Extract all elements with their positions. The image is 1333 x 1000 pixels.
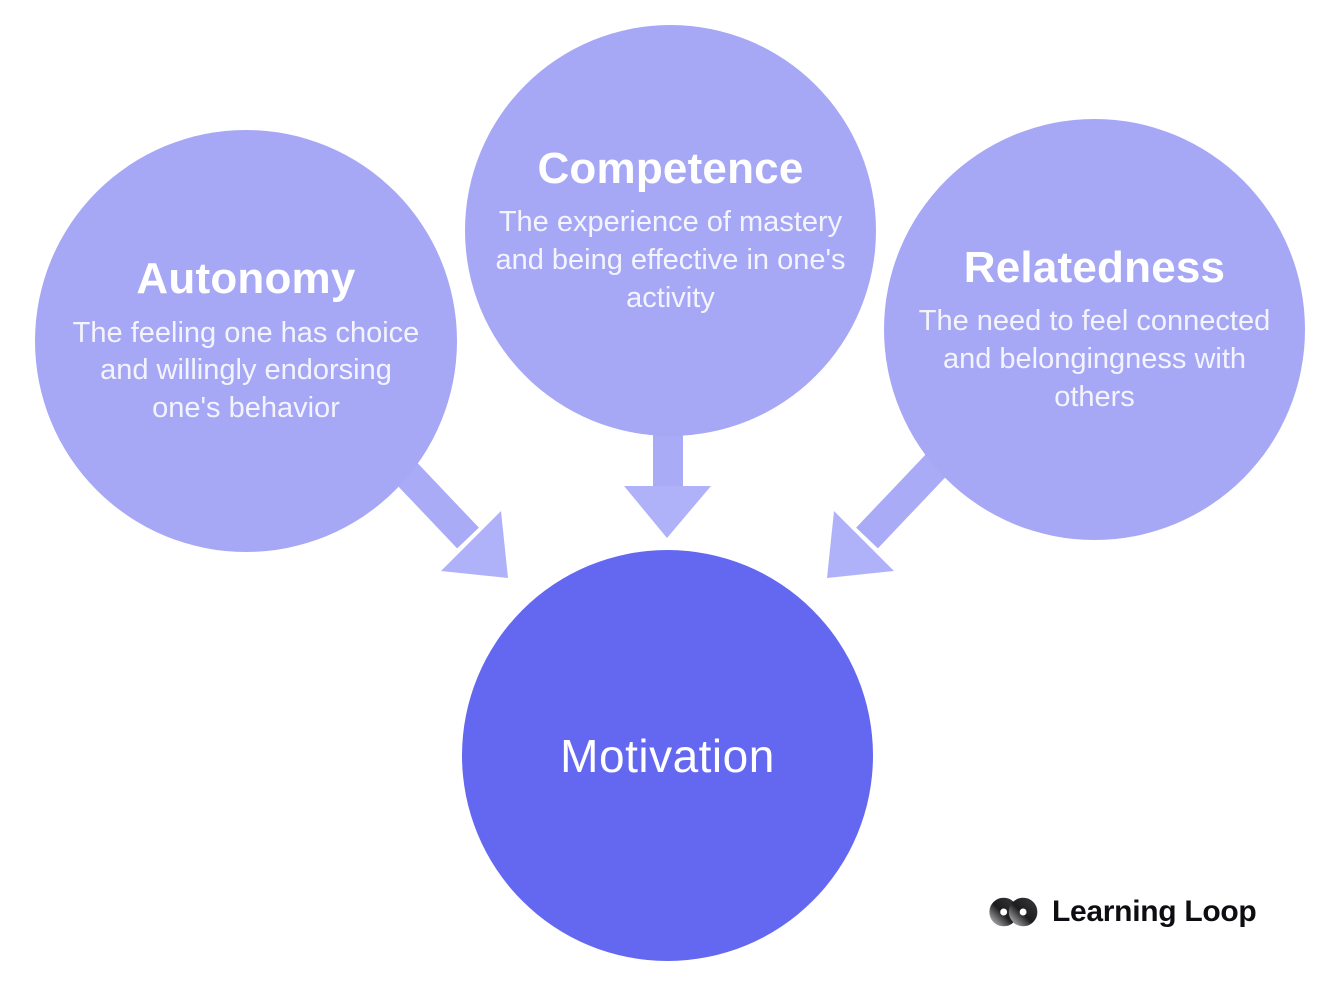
infinity-loop-icon	[989, 897, 1038, 927]
node-autonomy-description: The feeling one has choice and willingly…	[72, 316, 420, 425]
arrow-autonomy-to-motivation	[381, 447, 508, 578]
node-competence-description: The experience of mastery and being effe…	[495, 206, 846, 314]
node-competence: Competence The experience of mastery and…	[465, 25, 876, 436]
brand-logo-text: Learning Loop	[1052, 895, 1257, 928]
node-motivation-title: Motivation	[560, 729, 775, 782]
arrow-relatedness-to-motivation	[827, 447, 954, 578]
node-relatedness-title: Relatedness	[963, 242, 1226, 292]
node-relatedness-description: The need to feel connected and belonging…	[918, 305, 1271, 413]
node-competence-title: Competence	[537, 143, 804, 193]
node-motivation: Motivation	[462, 550, 873, 961]
node-autonomy-title: Autonomy	[136, 254, 356, 304]
node-autonomy: Autonomy The feeling one has choice and …	[35, 130, 457, 552]
brand-logo: Learning Loop	[988, 893, 1257, 931]
node-relatedness: Relatedness The need to feel connected a…	[884, 119, 1305, 540]
